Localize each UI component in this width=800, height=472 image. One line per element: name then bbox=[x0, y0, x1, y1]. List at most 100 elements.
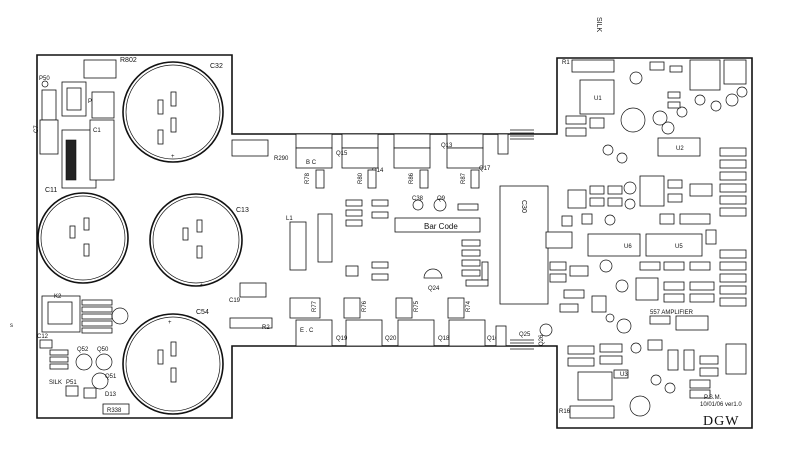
cap-c19-body bbox=[239, 282, 267, 298]
transistor-q52 bbox=[75, 353, 93, 371]
cap-c7 bbox=[39, 119, 59, 155]
label-p51: D13 bbox=[105, 392, 117, 398]
label-r338: R338 bbox=[107, 408, 122, 414]
mov-2 bbox=[91, 91, 115, 119]
label-r76: R76 bbox=[362, 300, 368, 312]
right-top-small-parts bbox=[629, 59, 748, 118]
label-r1: R1 bbox=[562, 60, 570, 66]
transistor-q1 bbox=[111, 307, 129, 325]
label-q19: Q19 bbox=[336, 336, 348, 342]
heatsink-pins-bottom bbox=[495, 325, 534, 350]
label-q16: Q16 bbox=[487, 336, 499, 342]
label-q17: Q17 bbox=[479, 166, 491, 172]
svg-text:C13: C13 bbox=[236, 207, 249, 214]
cap-c13: + C13 bbox=[149, 193, 249, 289]
label-q52: Q52 bbox=[77, 347, 89, 353]
diode-d13 bbox=[457, 203, 479, 211]
label-q14: Q14 bbox=[372, 168, 384, 174]
resistors-lower-left bbox=[49, 349, 69, 370]
relay-k1-core bbox=[47, 301, 73, 325]
cap-c38 bbox=[412, 199, 424, 211]
fuse-holder bbox=[83, 59, 117, 79]
svg-text:+: + bbox=[171, 154, 175, 160]
svg-text:C11: C11 bbox=[45, 187, 57, 194]
silk-bottom-label: SILK bbox=[49, 380, 62, 386]
label-c30: C30 bbox=[520, 200, 527, 213]
transistor-q24 bbox=[423, 268, 443, 279]
label-q15: Q15 bbox=[336, 151, 348, 157]
cap-c12 bbox=[39, 339, 53, 349]
transistor-q50 bbox=[95, 353, 113, 371]
ic-u1 bbox=[579, 79, 615, 115]
label-u5: U5 bbox=[675, 244, 683, 250]
date-version-label: 10/01/06 ver1.0 bbox=[700, 402, 742, 408]
label-c38: C38 bbox=[412, 196, 424, 202]
resistor-r1 bbox=[571, 59, 615, 73]
label-q13: Q13 bbox=[441, 143, 453, 149]
label-r75: R75 bbox=[414, 300, 420, 312]
label-c12: C12 bbox=[37, 334, 49, 340]
label-r77: R77 bbox=[312, 300, 318, 312]
ic-u2 bbox=[657, 137, 701, 157]
board-outline bbox=[36, 54, 753, 429]
svg-text:C32: C32 bbox=[210, 63, 223, 70]
relay-k2-block bbox=[66, 87, 82, 111]
label-q51: Q51 bbox=[105, 374, 117, 380]
label-c19: C19 bbox=[229, 298, 241, 304]
label-q50: Q50 bbox=[97, 347, 109, 353]
transistor-q51 bbox=[91, 372, 109, 390]
cap-c32: + C32 bbox=[122, 61, 224, 163]
resistor-vertical-1 bbox=[317, 213, 333, 263]
label-r87: R87 bbox=[461, 172, 467, 184]
mov-1 bbox=[41, 89, 57, 121]
resistor-r16 bbox=[569, 405, 615, 419]
label-u3: U3 bbox=[620, 372, 628, 378]
svg-text:C54: C54 bbox=[196, 309, 209, 316]
connector-p50 bbox=[65, 385, 97, 399]
psm-label: P.S.M. bbox=[704, 395, 722, 401]
ic-row-middle bbox=[545, 229, 717, 257]
label-q9: Q9 bbox=[437, 196, 446, 202]
label-p1: P50 bbox=[39, 76, 50, 82]
resistor-array-left bbox=[81, 299, 113, 334]
transistor-q26 bbox=[539, 323, 553, 337]
resistor-r290 bbox=[231, 139, 269, 157]
label-u1: U1 bbox=[594, 96, 602, 102]
cap-small-1 bbox=[661, 121, 675, 135]
svg-text:+: + bbox=[168, 320, 172, 326]
vertical-resistors-top bbox=[315, 169, 480, 189]
bottom-transistor-row bbox=[289, 297, 486, 347]
label-r74: R74 bbox=[466, 300, 472, 312]
label-q26: Q26 bbox=[539, 334, 545, 346]
label-l1: L1 bbox=[286, 216, 293, 222]
right-resistor-column bbox=[719, 147, 747, 307]
svg-text:+: + bbox=[200, 283, 204, 289]
label-q24: Q24 bbox=[428, 286, 440, 292]
label-r290: R290 bbox=[274, 156, 289, 162]
left-margin-mark: s bbox=[10, 323, 13, 329]
resistor-small-1 bbox=[465, 279, 489, 287]
inductor-l1 bbox=[289, 221, 307, 271]
amp-label: 557 AMPLIFIER bbox=[650, 310, 694, 316]
small-resistor-cluster bbox=[345, 199, 389, 281]
dgw-logo: DGW bbox=[703, 414, 739, 429]
label-q20: Q20 bbox=[385, 336, 397, 342]
cap-c30 bbox=[499, 185, 549, 305]
label-u6: U6 bbox=[624, 244, 632, 250]
resistor-r2-body bbox=[229, 317, 273, 329]
resistor-stack-middle bbox=[461, 239, 489, 281]
transformer-core bbox=[65, 139, 77, 181]
right-middle-components bbox=[561, 175, 713, 227]
cap-c54: + C54 bbox=[122, 309, 224, 415]
label-u2: U2 bbox=[676, 146, 684, 152]
silk-top-label: SILK bbox=[595, 17, 602, 33]
resistor-r338 bbox=[102, 403, 130, 415]
label-q25: Q25 bbox=[519, 332, 531, 338]
label-q18: Q18 bbox=[438, 336, 450, 342]
right-lower-components bbox=[549, 259, 715, 334]
label-b-c: B C bbox=[306, 160, 317, 166]
heatsink-pins-top bbox=[497, 129, 534, 155]
label-r78: R78 bbox=[305, 172, 311, 184]
transistor-q9 bbox=[433, 198, 447, 212]
